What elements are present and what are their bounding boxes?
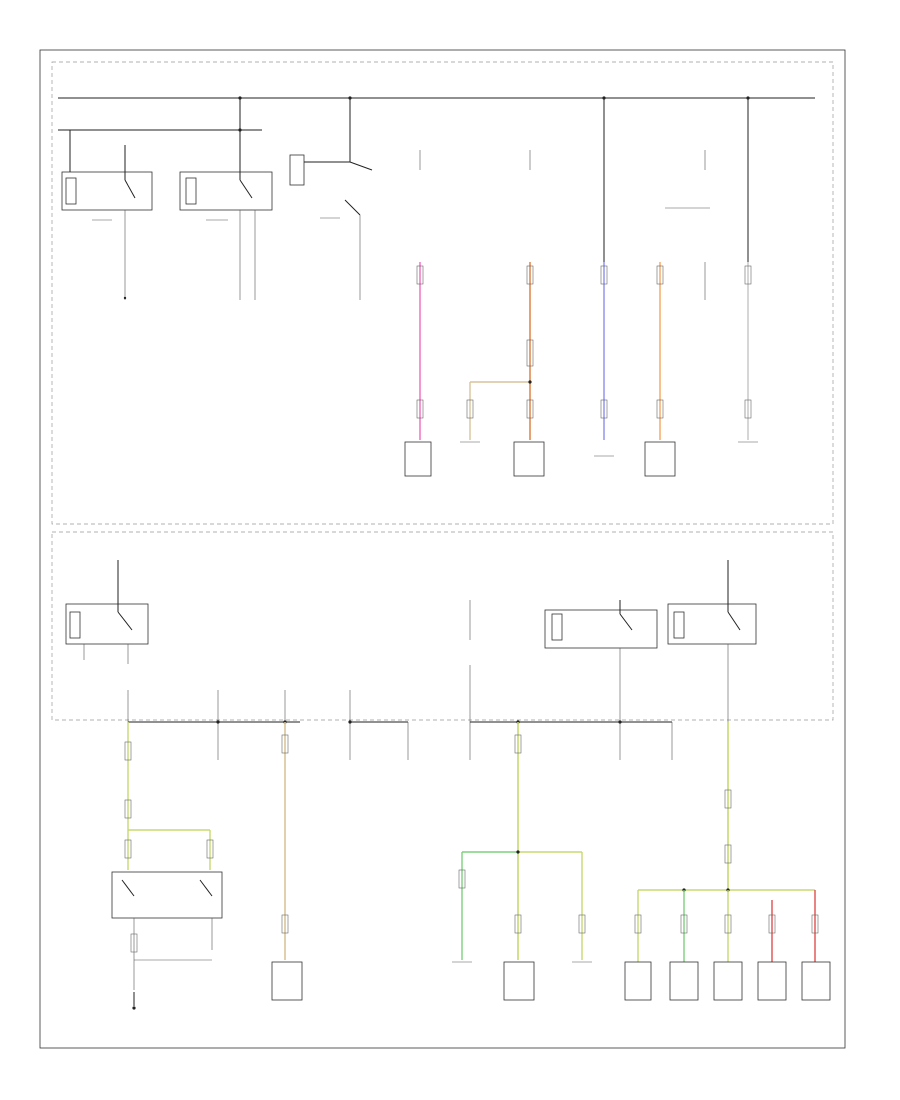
upper-section-border bbox=[51, 61, 834, 525]
bottom-right-relay bbox=[667, 560, 757, 722]
diagram-frame bbox=[39, 49, 846, 1049]
lower-section-border bbox=[51, 531, 834, 721]
green-yellow-column bbox=[452, 722, 592, 1001]
wire-column-light-orange bbox=[644, 150, 710, 477]
right-lamp-cluster bbox=[624, 722, 831, 1001]
wire-column-white bbox=[738, 262, 758, 443]
bottom-mid-relay bbox=[469, 600, 673, 760]
wire-column-pink bbox=[404, 150, 432, 477]
brake-switch-circuit bbox=[111, 722, 223, 1010]
top-power-bus bbox=[58, 96, 815, 262]
relay-1 bbox=[61, 130, 153, 300]
switch-top-left bbox=[289, 154, 373, 300]
tan-wire-column bbox=[271, 722, 303, 1001]
relay-2 bbox=[179, 130, 273, 300]
wire-column-blue bbox=[594, 262, 614, 457]
relay-3 bbox=[65, 560, 149, 664]
bottom-left-bus bbox=[127, 690, 409, 760]
wire-column-orange bbox=[460, 150, 545, 477]
